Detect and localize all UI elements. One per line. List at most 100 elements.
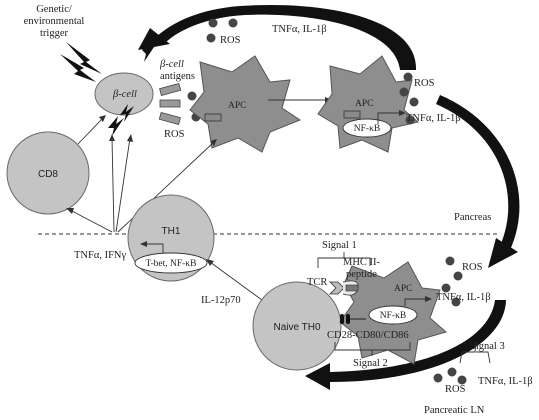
cd28-receptor (340, 314, 344, 324)
ros-dot (453, 271, 463, 281)
trigger-label-line3: trigger (40, 28, 68, 39)
ros-dot (447, 367, 457, 377)
tbet-label: T-bet, NF-κB (146, 259, 197, 269)
ros-dot (399, 87, 409, 97)
ros-label-left: ROS (164, 129, 185, 140)
apc-right-antigen-fragment (343, 110, 361, 119)
arrow-pancreas-to-ln (436, 95, 520, 250)
ros-dot (187, 91, 197, 101)
nfkb-label-pancreas: NF-κB (354, 124, 380, 134)
lightning-bolt-icon (60, 54, 96, 82)
ros-dot (457, 375, 467, 385)
apc-left-label: APC (228, 101, 246, 111)
signal3-bracket (459, 341, 491, 364)
ros-dot (405, 115, 415, 125)
antigen-fragment (159, 83, 182, 96)
arrowhead (399, 110, 406, 116)
cd28-label: CD28-CD80/CD86 (327, 330, 409, 341)
ros-dot (228, 18, 238, 28)
ros-dot (433, 373, 443, 383)
arrowhead (206, 259, 214, 266)
trigger-label-line2: environmental (24, 16, 85, 27)
ros-dots-ln-bottom (433, 367, 467, 385)
ros-dots-top (206, 18, 238, 43)
tcr-mhc-complex (329, 280, 359, 296)
antigen-fragment (159, 99, 181, 108)
arrow-hub-to-beta-2 (115, 137, 131, 233)
signal2-bracket (334, 342, 411, 356)
lightning-bolt-icon (108, 116, 124, 136)
ros-dot (409, 97, 419, 107)
arrow-head-bottom (305, 363, 330, 390)
th1-label: TH1 (162, 226, 181, 237)
lightning-bolt-icon (142, 40, 156, 62)
signal3-label: Signal 3 (470, 341, 505, 352)
nfkb-oval-ln (368, 305, 418, 325)
arrow-apc-to-beta-cell (155, 4, 417, 70)
arrowhead (127, 134, 133, 142)
arrowhead (99, 115, 106, 122)
cd28-receptor (346, 314, 350, 324)
lightning-bolt-icon (120, 104, 134, 122)
mhc-label-line2: peptide (346, 269, 377, 280)
pancreatic-ln-label: Pancreatic LN (424, 405, 485, 416)
cytokines-ln-bottom-label: TNFα, IL-1β (478, 376, 533, 387)
cd8-label: CD8 (38, 169, 58, 180)
apc-left-antigen-fragment (204, 113, 222, 122)
beta-cell-label: β-cell (112, 89, 137, 100)
arrowhead (66, 208, 74, 214)
tbet-arrow (144, 243, 164, 253)
nfkb-arrow-ln (404, 298, 428, 306)
ros-dots-ln-right (441, 256, 463, 307)
nfkb-oval-pancreas (342, 118, 392, 138)
ros-dots-right (399, 72, 419, 125)
mhc-label-line1: MHC II- (343, 257, 381, 268)
ros-label-right: ROS (414, 78, 435, 89)
arrow-head-top (138, 28, 170, 50)
arrowhead (140, 241, 147, 247)
beta-antigens-label-line1: β-cell (159, 59, 184, 70)
arrow-head-right (488, 238, 518, 268)
signal2-label: Signal 2 (353, 358, 388, 369)
ros-dot (208, 18, 218, 28)
arrow-cd8-to-beta (77, 117, 104, 145)
cytokines-top-label: TNFα, IL-1β (272, 24, 327, 35)
il12-label: IL-12p70 (201, 295, 241, 306)
tcr-label: TCR (307, 277, 327, 288)
arrow-hub-to-beta-1 (111, 137, 115, 233)
arrow-ln-to-left (330, 300, 506, 382)
peptide-fragment (345, 284, 359, 292)
antigen-fragments (158, 83, 182, 125)
cytokines-right-label: TNFα, IL-1β (406, 113, 461, 124)
pancreas-label: Pancreas (454, 212, 491, 223)
ros-dot (451, 297, 461, 307)
ros-dot (403, 72, 413, 82)
ros-dot (445, 256, 455, 266)
naive-th0-cell (252, 281, 342, 371)
cd8-cell (6, 131, 90, 215)
big-curved-arrows (138, 4, 520, 390)
lightning-bolts-trigger (60, 42, 102, 82)
ros-label-ln-bottom: ROS (445, 384, 466, 395)
arrowhead (210, 139, 217, 146)
tcr-receptor (329, 281, 345, 295)
cytokines-ln-label: TNFα, IL-1β (436, 292, 491, 303)
apc-ln-label: APC (394, 284, 412, 294)
tbet-oval (134, 252, 208, 274)
beta-cell (94, 72, 154, 116)
ros-dot (206, 33, 216, 43)
apc-right-label: APC (355, 99, 373, 109)
ros-label-ln: ROS (462, 262, 483, 273)
signal1-bracket (317, 252, 371, 268)
naive-th0-label: Naive TH0 (273, 322, 320, 333)
tnf-ifn-label: TNFα, IFNγ (74, 250, 127, 261)
arrow-th0-to-th1 (209, 261, 263, 301)
beta-antigens-label-line2: antigens (160, 71, 195, 82)
arrowhead (109, 134, 115, 141)
antigen-fragment (158, 112, 181, 125)
lightning-bolts-attack (108, 40, 156, 136)
ros-label-top: ROS (220, 35, 241, 46)
cd28-costim (340, 314, 366, 324)
nfkb-arrow-pancreas (377, 112, 402, 124)
